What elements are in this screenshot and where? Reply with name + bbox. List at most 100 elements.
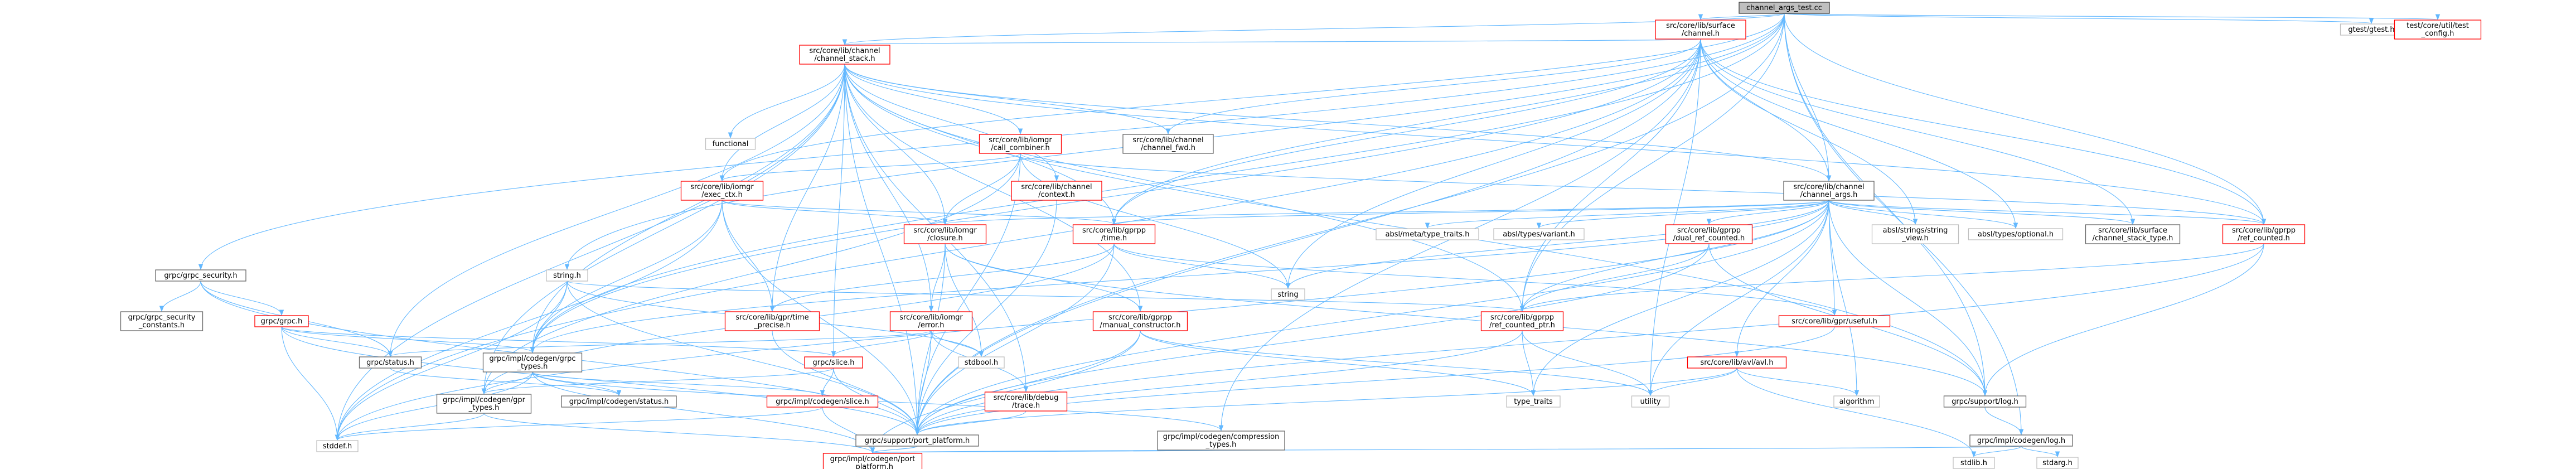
node-port-platform-codegen[interactable]: grpc/impl/codegen/port_platform.h <box>822 453 923 469</box>
edge-arrowhead <box>1536 223 1542 229</box>
node-slice-h[interactable]: grpc/slice.h <box>804 356 863 369</box>
node-gpr-time[interactable]: src/core/lib/gprpp/time.h <box>1072 224 1156 244</box>
node-ref-counted[interactable]: src/core/lib/gprpp/ref_counted.h <box>2222 224 2306 244</box>
node-label: gtest/gtest.h <box>2348 26 2394 34</box>
node-label: src/core/lib/channel <box>1132 136 1203 144</box>
node-grpc-security[interactable]: grpc/grpc_security.h <box>155 269 246 282</box>
node-box <box>1122 134 1214 154</box>
edge-arrowhead <box>1023 386 1029 393</box>
node-box <box>822 453 923 469</box>
edge-arrowhead <box>979 351 984 357</box>
edge-string-h-to-stddef <box>337 281 568 441</box>
node-debug-trace[interactable]: src/core/lib/debug/trace.h <box>984 391 1068 412</box>
node-label: src/core/lib/iomgr <box>690 183 754 191</box>
edge-channel-args-to-string-view <box>1828 200 1916 225</box>
node-grpc-security-constants[interactable]: grpc/grpc_security_constants.h <box>120 311 204 331</box>
node-closure[interactable]: src/core/lib/iomgr/closure.h <box>903 224 987 244</box>
node-box <box>1665 224 1753 244</box>
node-exec-ctx[interactable]: src/core/lib/iomgr/exec_ctx.h <box>680 181 764 201</box>
edge-arrowhead <box>2130 219 2136 225</box>
edge-arrowhead <box>564 264 570 270</box>
node-grpc-h[interactable]: grpc/grpc.h <box>254 315 309 327</box>
node-channel-args[interactable]: src/core/lib/channel/channel_args.h <box>1783 181 1875 201</box>
node-label: src/core/lib/iomgr <box>989 136 1052 144</box>
node-codegen-slice[interactable]: grpc/impl/codegen/slice.h <box>766 395 879 408</box>
node-time-precise[interactable]: src/core/lib/gpr/time_precise.h <box>724 311 820 331</box>
node-label: /time.h <box>1101 234 1127 243</box>
node-label: stdbool.h <box>965 359 998 367</box>
node-support-log[interactable]: grpc/support/log.h <box>1943 395 2027 408</box>
edge-arrowhead <box>1285 283 1291 289</box>
node-label: src/core/lib/iomgr <box>913 226 977 235</box>
node-label: absl/strings/string <box>1883 226 1948 235</box>
node-channel-stack-type[interactable]: src/core/lib/surface/channel_stack_type.… <box>2085 224 2181 244</box>
edge-dual-ref-counted-to-ref-counted-ptr <box>1522 243 1710 312</box>
node-box <box>724 311 820 331</box>
node-gtest: gtest/gtest.h <box>2340 23 2403 36</box>
edge-grpc-h-to-grpc-types <box>281 326 533 353</box>
node-port-platform-support[interactable]: grpc/support/port_platform.h <box>855 434 979 447</box>
edge-grpc-types-to-codegen-status <box>532 371 619 396</box>
node-context[interactable]: src/core/lib/channel/context.h <box>1011 181 1102 201</box>
edge-channel-args-to-utility <box>1650 200 1829 396</box>
node-gpr-types[interactable]: grpc/impl/codegen/gpr_types.h <box>436 394 532 414</box>
edge-context-to-port-platform-support <box>917 200 1057 435</box>
edge-root-to-gpr-time <box>1113 13 1785 225</box>
node-ref-counted-ptr[interactable]: src/core/lib/gprpp/ref_counted_ptr.h <box>1480 311 1564 331</box>
edge-arrowhead <box>820 390 825 397</box>
node-codegen-status[interactable]: grpc/impl/codegen/status.h <box>561 395 677 408</box>
edge-gpr-time-to-port-platform-support <box>917 243 1115 435</box>
edge-surface-channel-to-ref-counted-ptr <box>1522 38 1701 312</box>
node-label: src/core/lib/surface <box>2098 226 2167 235</box>
edge-arrowhead <box>914 429 920 436</box>
edge-ref-counted-ptr-to-utility <box>1522 330 1651 396</box>
node-label: /closure.h <box>927 234 963 243</box>
node-box <box>155 269 246 282</box>
edge-root-to-ref-counted-ptr <box>1522 13 1785 312</box>
edge-gpr-types-to-stddef <box>337 413 485 441</box>
node-label: _constants.h <box>138 321 185 330</box>
edge-codegen-log-to-stdlib <box>1973 446 2022 457</box>
edge-arrowhead <box>1018 128 1023 135</box>
node-call-combiner[interactable]: src/core/lib/iomgr/call_combiner.h <box>979 134 1062 154</box>
edge-root-to-exec-ctx <box>722 13 1785 181</box>
node-label: test/core/util/test <box>2406 22 2469 30</box>
node-box <box>984 391 1068 412</box>
node-surface-channel[interactable]: src/core/lib/surface/channel.h <box>1655 20 1746 40</box>
edge-arrowhead <box>2018 429 2024 436</box>
node-root[interactable]: channel_args_test.cc <box>1739 2 1830 14</box>
node-label: /channel_args.h <box>1800 191 1858 199</box>
edge-channel-stack-to-gpr-types <box>483 64 845 394</box>
edge-channel-args-to-support-log <box>1828 200 1986 396</box>
node-label: grpc/impl/codegen/port <box>830 455 916 463</box>
node-useful[interactable]: src/core/lib/gpr/useful.h <box>1778 315 1891 327</box>
edge-channel-args-to-stddef <box>337 200 1829 441</box>
edge-port-platform-support-to-port-platform-codegen <box>872 446 918 453</box>
edge-arrowhead <box>1971 451 1977 458</box>
edge-channel-args-to-port-platform-support <box>917 200 1829 435</box>
node-dual-ref-counted[interactable]: src/core/lib/gprpp/dual_ref_counted.h <box>1665 224 1753 244</box>
node-label: absl/types/variant.h <box>1503 230 1575 239</box>
edge-dual-ref-counted-to-port-platform-support <box>917 243 1710 435</box>
node-label: absl/meta/type_traits.h <box>1386 230 1470 239</box>
node-status-h[interactable]: grpc/status.h <box>359 356 422 369</box>
node-manual-constructor[interactable]: src/core/lib/gprpp/manual_constructor.h <box>1092 311 1188 331</box>
node-absl-optional: absl/types/optional.h <box>1968 228 2064 240</box>
node-test-config[interactable]: test/core/util/test_config.h <box>2394 20 2482 40</box>
edge-root-to-test-config <box>1784 13 2438 20</box>
node-label: src/core/lib/gpr/useful.h <box>1791 317 1877 326</box>
node-iomgr-error[interactable]: src/core/lib/iomgr/error.h <box>889 311 973 331</box>
edge-root-to-surface-channel <box>1700 13 1785 20</box>
node-compression-types[interactable]: grpc/impl/codegen/compression_types.h <box>1157 431 1285 451</box>
node-channel-fwd[interactable]: src/core/lib/channel/channel_fwd.h <box>1122 134 1214 154</box>
node-box <box>2222 224 2306 244</box>
node-codegen-log[interactable]: grpc/impl/codegen/log.h <box>1969 434 2073 447</box>
edge-arrowhead <box>719 175 725 182</box>
node-channel-stack[interactable]: src/core/lib/channel/channel_stack.h <box>799 45 890 65</box>
node-box <box>436 394 532 414</box>
node-avl[interactable]: src/core/lib/avl/avl.h <box>1687 356 1787 369</box>
edge-channel-stack-to-port-platform-support <box>844 64 918 435</box>
node-grpc-types[interactable]: grpc/impl/codegen/grpc_types.h <box>482 352 583 373</box>
edge-surface-channel-to-channel-stack-type <box>1700 38 2133 225</box>
